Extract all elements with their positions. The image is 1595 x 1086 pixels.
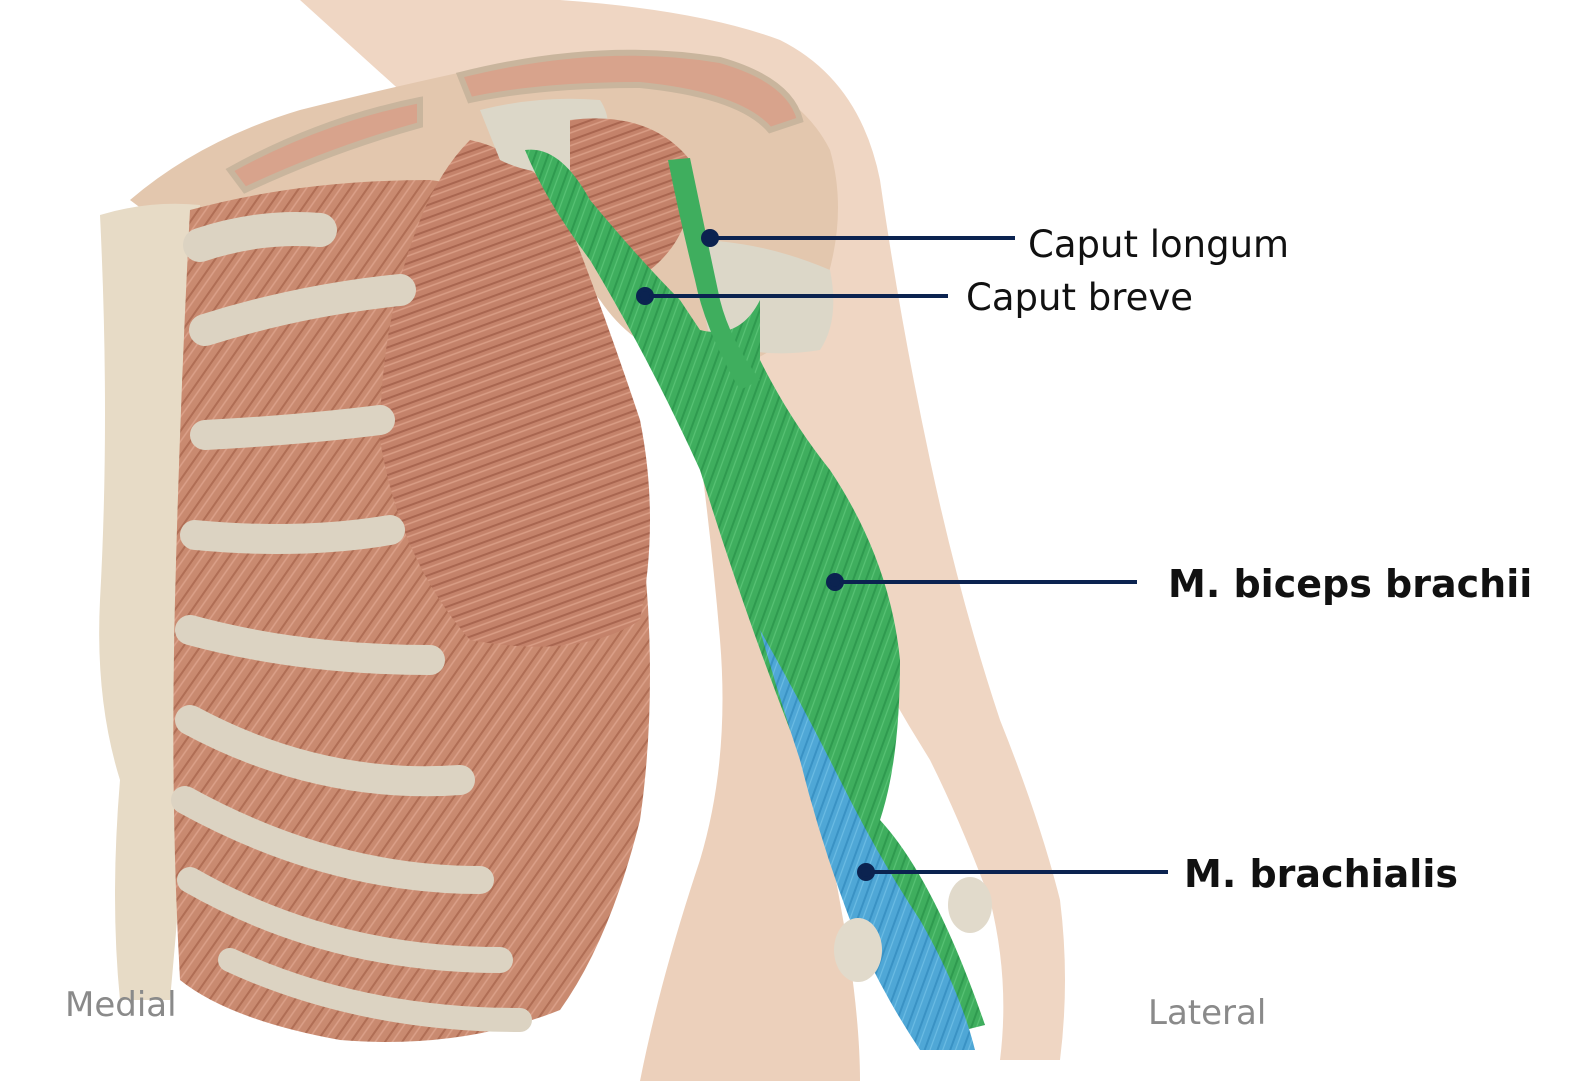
label-caput-breve: Caput breve [966, 276, 1194, 319]
arm-front-skin [640, 380, 860, 1081]
acromion [455, 49, 804, 134]
lateral-epicondyle [948, 877, 992, 933]
label-brachialis: M. brachialis [1184, 852, 1458, 896]
biceps-long-head-tendon [668, 158, 760, 390]
medial-epicondyle [834, 918, 882, 982]
clavicle [225, 96, 423, 194]
skin-silhouette [300, 0, 1065, 1060]
pectoralis-minor [380, 140, 650, 647]
brachialis [760, 630, 975, 1050]
orientation-medial: Medial [65, 985, 177, 1025]
label-biceps-brachii: M. biceps brachii [1168, 562, 1533, 606]
orientation-lateral: Lateral [1148, 993, 1267, 1033]
leader-lines [636, 229, 1168, 881]
ribs [171, 212, 532, 1032]
label-caput-longum: Caput longum [1028, 223, 1290, 266]
biceps-brachii [525, 149, 985, 1031]
